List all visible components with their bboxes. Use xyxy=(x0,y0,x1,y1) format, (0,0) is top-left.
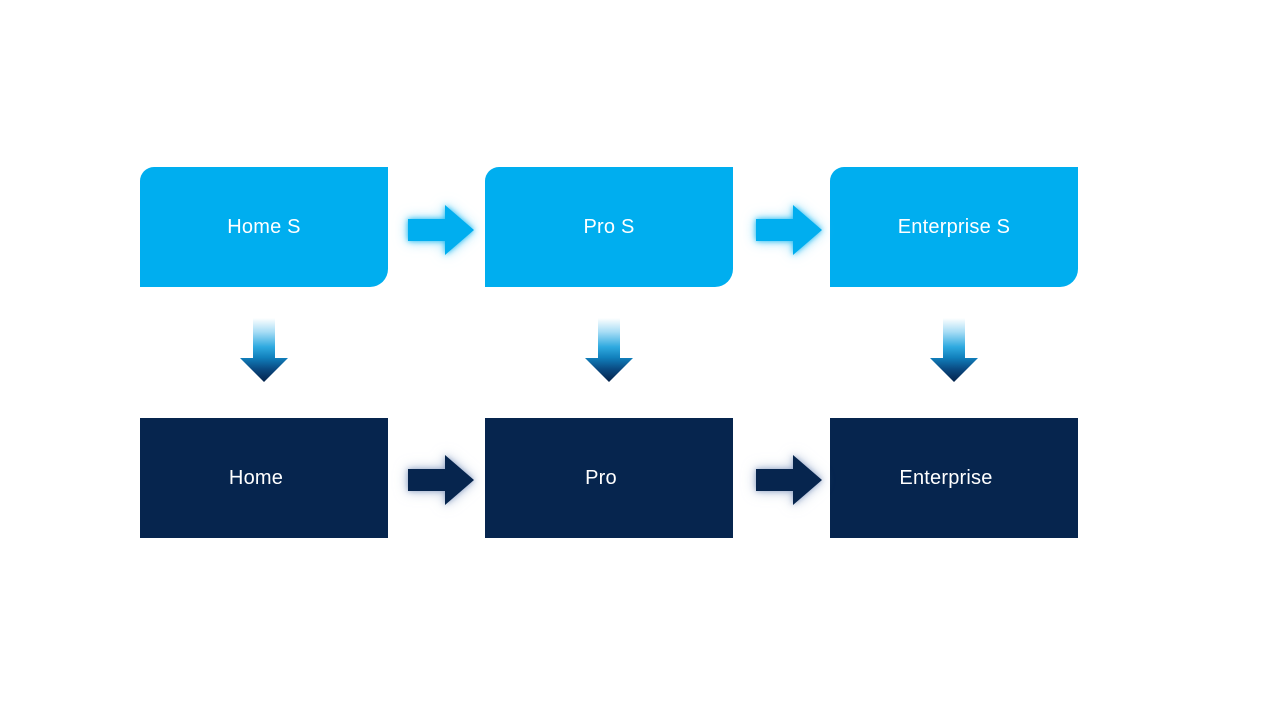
node-enterprise-s: Enterprise S xyxy=(830,167,1078,287)
down-arrow-icon-3 xyxy=(930,318,978,382)
right-arrow-icon-top-1 xyxy=(408,205,474,255)
right-arrow-icon-bottom-1 xyxy=(408,455,474,505)
right-arrow-icon-bottom-2 xyxy=(756,455,822,505)
node-home-label: Home xyxy=(228,466,284,489)
node-pro-s-label: Pro S xyxy=(583,215,635,238)
down-arrow-icon-1 xyxy=(240,318,288,382)
node-pro-s: Pro S xyxy=(485,167,733,287)
node-home-s-label: Home S xyxy=(227,215,301,238)
node-enterprise-s-label: Enterprise S xyxy=(897,215,1011,238)
right-arrow-icon-top-2 xyxy=(756,205,822,255)
node-enterprise-label: Enterprise xyxy=(899,466,993,489)
node-pro-label: Pro xyxy=(585,466,617,489)
node-pro: Pro xyxy=(485,418,733,538)
node-enterprise: Enterprise xyxy=(830,418,1078,538)
down-arrow-icon-2 xyxy=(585,318,633,382)
node-home-s: Home S xyxy=(140,167,388,287)
node-home: Home xyxy=(140,418,388,538)
